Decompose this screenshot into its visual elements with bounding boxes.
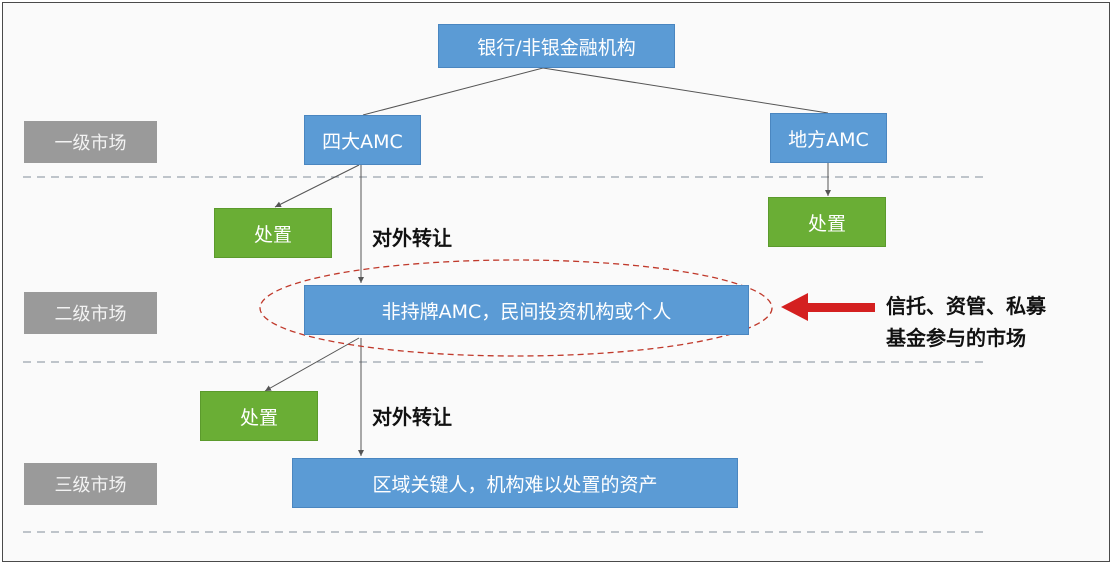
level-label-tertiary: 三级市场 (24, 463, 157, 505)
node-dispose-big4: 处置 (214, 208, 332, 258)
pointer-arrow (781, 293, 875, 321)
market-note-line1: 信托、资管、私募 (886, 294, 1046, 318)
connector-bank-big4 (362, 67, 544, 116)
node-dispose-local: 处置 (768, 197, 886, 247)
level-label-secondary: 二级市场 (24, 292, 157, 334)
node-bank: 银行/非银金融机构 (438, 24, 675, 68)
level-label-primary: 一级市场 (24, 121, 157, 163)
transfer-label-upper: 对外转让 (372, 226, 452, 250)
node-tertiary: 区域关键人，机构难以处置的资产 (292, 458, 738, 508)
node-local-amc: 地方AMC (770, 113, 887, 163)
market-note-line2: 基金参与的市场 (886, 326, 1026, 350)
connector-secondary-dispose (264, 337, 360, 392)
highlight-ellipse (259, 259, 773, 357)
transfer-label-lower: 对外转让 (372, 405, 452, 429)
node-secondary: 非持牌AMC，民间投资机构或个人 (304, 285, 749, 335)
node-dispose-secondary: 处置 (200, 391, 318, 441)
market-note: 信托、资管、私募 基金参与的市场 (886, 290, 1046, 354)
connector-bank-local (542, 67, 829, 114)
connector-big4-dispose (274, 164, 360, 208)
node-big4-amc: 四大AMC (304, 115, 421, 165)
diagram-connectors (23, 67, 988, 533)
